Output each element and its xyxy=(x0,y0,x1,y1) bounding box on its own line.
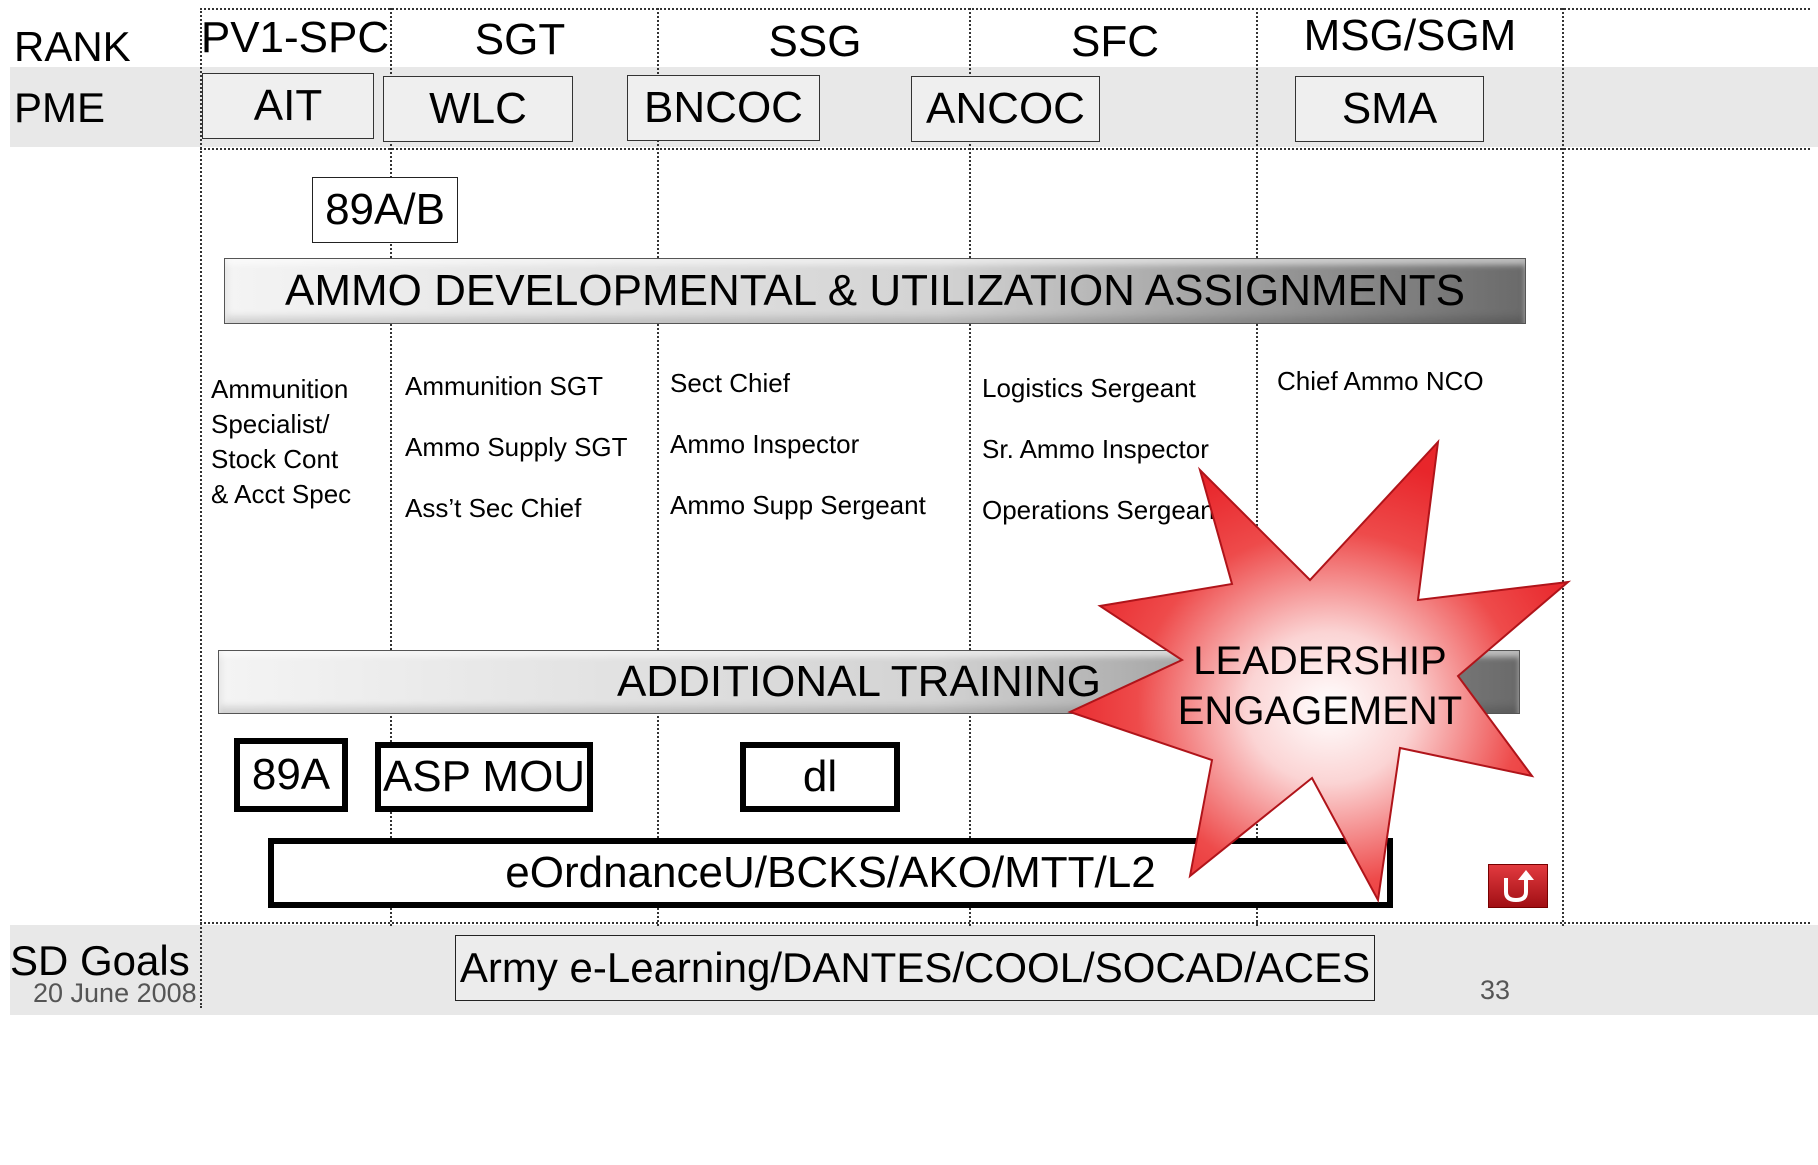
training-item-asp-mou: ASP MOU xyxy=(375,742,593,812)
starburst-line: ENGAGEMENT xyxy=(1177,689,1463,733)
grid-col-line xyxy=(969,8,971,926)
online-resources-box: eOrdnanceU/BCKS/AKO/MTT/L2 xyxy=(268,838,1393,908)
additional-training-label: ADDITIONAL TRAINING xyxy=(616,657,1102,706)
grid-col-line xyxy=(657,8,659,926)
starburst-text: LEADERSHIP ENGAGEMENT xyxy=(1160,636,1480,736)
return-button[interactable] xyxy=(1488,864,1548,908)
assignments-msg-sgm: Chief Ammo NCO xyxy=(1277,367,1484,395)
starburst-shape xyxy=(1067,439,1572,904)
sd-goals-row-label: SD Goals xyxy=(10,937,190,984)
job-title: Ammo Supp Sergeant xyxy=(670,490,926,520)
job-title: Ammunition xyxy=(211,374,349,404)
rank-header-ssg: SSG xyxy=(768,17,862,66)
rank-header-msg-sgm: MSG/SGM xyxy=(1303,11,1517,60)
assignments-ssg: Sect Chief Ammo Inspector Ammo Supp Serg… xyxy=(670,369,926,519)
job-title: & Acct Spec xyxy=(211,479,352,510)
grid-col-line xyxy=(1562,8,1564,926)
pme-row-label: PME xyxy=(14,84,106,131)
job-title: Sect Chief xyxy=(670,368,790,398)
assignments-sfc: Logistics Sergeant Sr. Ammo Inspector Op… xyxy=(982,374,1222,524)
grid-col-line xyxy=(200,8,202,1008)
grid-col-line xyxy=(390,8,392,926)
rank-header-sfc: SFC xyxy=(1071,17,1159,66)
rank-row-label: RANK xyxy=(14,23,131,70)
job-title: Operations Sergeant xyxy=(982,495,1222,525)
job-title: Ammo Supply SGT xyxy=(405,432,628,462)
job-title: Stock Cont xyxy=(211,444,339,475)
job-title: Chief Ammo NCO xyxy=(1277,366,1484,396)
starburst-line: LEADERSHIP xyxy=(1193,639,1447,683)
rank-header-sgt: SGT xyxy=(474,15,566,64)
grid-top-line xyxy=(200,8,1810,10)
pme-course-ait: AIT xyxy=(202,73,374,139)
job-title: Ammo Inspector xyxy=(670,429,860,459)
pme-course-wlc: WLC xyxy=(383,76,573,142)
assignments-pv1-spc: Ammunition Specialist/ Stock Cont & Acct… xyxy=(211,372,351,512)
pme-course-ancoc: ANCOC xyxy=(911,76,1100,142)
grid-mid-line xyxy=(200,148,1810,150)
grid-bottom-line xyxy=(200,922,1810,924)
return-arrow-icon xyxy=(1504,870,1534,903)
job-title: Logistics Sergeant xyxy=(982,373,1196,403)
job-title: Ass’t Sec Chief xyxy=(405,493,582,523)
assignments-sgt: Ammunition SGT Ammo Supply SGT Ass’t Sec… xyxy=(405,372,628,522)
mos-box: 89A/B xyxy=(312,177,458,243)
grid-col-line xyxy=(1256,8,1258,926)
pme-course-bncoc: BNCOC xyxy=(627,75,820,141)
sd-goals-box: Army e-Learning/DANTES/COOL/SOCAD/ACES xyxy=(455,935,1375,1001)
job-title: Ammunition SGT xyxy=(405,371,603,401)
page-number: 33 xyxy=(1480,975,1511,1005)
assignments-bar: AMMO DEVELOPMENTAL & UTILIZATION ASSIGNM… xyxy=(224,258,1526,324)
leadership-starburst xyxy=(1067,439,1572,904)
job-title: Sr. Ammo Inspector xyxy=(982,434,1209,464)
pme-course-sma: SMA xyxy=(1295,76,1484,142)
training-item-dl: dl xyxy=(740,742,900,812)
job-title: Specialist/ xyxy=(211,409,330,440)
training-item-89a: 89A xyxy=(234,738,348,812)
rank-header-pv1-spc: PV1-SPC xyxy=(200,13,390,62)
footer-date: 20 June 2008 xyxy=(33,978,197,1008)
